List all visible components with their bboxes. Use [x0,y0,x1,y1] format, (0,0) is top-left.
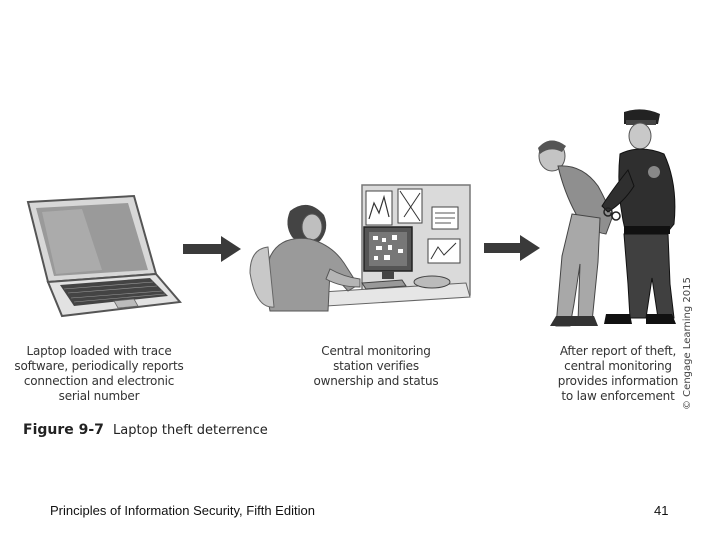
laptop-icon [26,194,182,318]
step-1-caption: Laptop loaded with trace software, perio… [14,344,184,403]
police-arrest-icon [538,109,676,327]
book-title: Principles of Information Security, Fift… [50,503,315,518]
copyright-notice: © Cengage Learning 2015 [682,277,693,410]
monitoring-station-icon [249,184,471,312]
arrow-right-icon [183,236,241,262]
figure-title: Laptop theft deterrence [113,423,268,438]
arrow-right-icon [484,235,540,261]
figure-number: Figure 9-7 [23,422,104,438]
page-number: 41 [654,503,669,518]
step-2-caption: Central monitoring station verifies owne… [313,344,439,388]
step-3-caption: After report of theft, central monitorin… [557,344,679,403]
